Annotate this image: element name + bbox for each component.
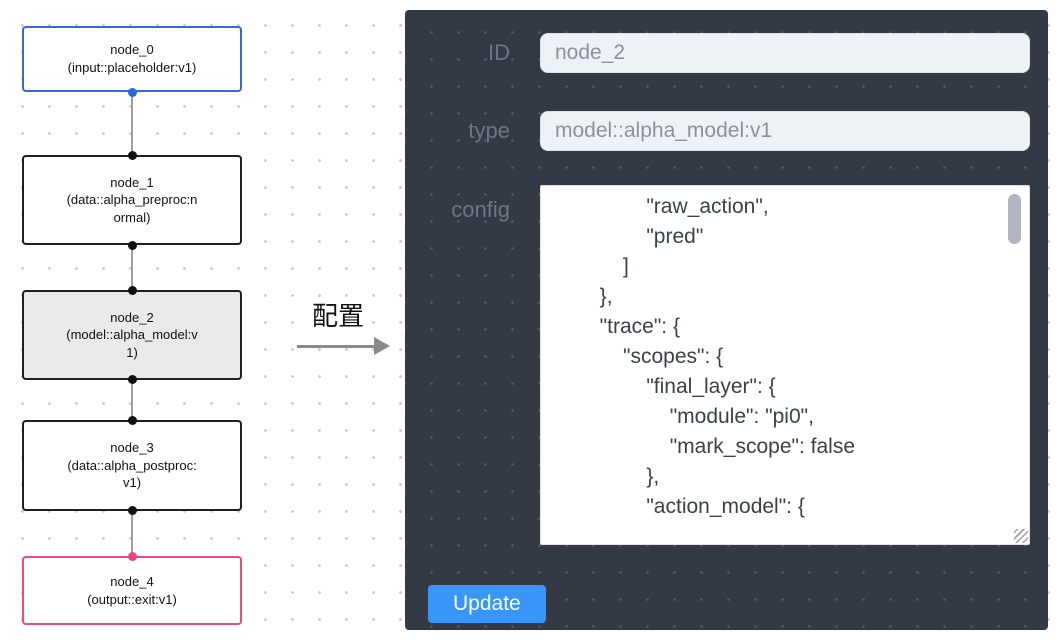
type-field-row: type: [427, 111, 1030, 151]
port-node3-output[interactable]: [128, 506, 137, 515]
configure-transition: 配置: [290, 296, 400, 355]
update-button[interactable]: Update: [428, 585, 546, 623]
config-field-row: config "raw_action", "pred" ] }, "trace"…: [427, 185, 1030, 545]
arrow-shaft: [297, 345, 375, 348]
arrow-right-icon: [374, 337, 390, 355]
node-3-type: (data::alpha_postproc:v1): [67, 457, 197, 491]
edge-node3-node4: [131, 510, 133, 557]
config-scrollbar-thumb[interactable]: [1008, 194, 1021, 244]
node-0-type: (input::placeholder:v1): [67, 60, 197, 75]
node-2-type: (model::alpha_model:v1): [66, 327, 198, 360]
node-config-panel: ID type config "raw_action", "pred" ] },…: [405, 10, 1048, 630]
node-2-selected[interactable]: node_2 (model::alpha_model:v1): [22, 290, 242, 380]
id-field-row: ID: [427, 33, 1030, 73]
node-3[interactable]: node_3 (data::alpha_postproc:v1): [22, 420, 242, 511]
flow-canvas: node_0 (input::placeholder:v1) node_1 (d…: [0, 0, 290, 643]
port-node0-output[interactable]: [128, 88, 137, 97]
node-0-name: node_0: [110, 42, 154, 58]
port-node2-input[interactable]: [128, 286, 137, 295]
edge-node0-node1: [131, 92, 133, 156]
port-node1-output[interactable]: [128, 241, 137, 250]
node-4[interactable]: node_4 (output::exit:v1): [22, 556, 242, 625]
node-4-name: node_4: [110, 573, 154, 589]
id-label: ID: [488, 40, 510, 65]
type-input[interactable]: [540, 111, 1030, 151]
node-1-name: node_1: [110, 174, 154, 190]
config-label: config: [451, 197, 510, 222]
node-3-name: node_3: [110, 440, 154, 456]
port-node3-input[interactable]: [128, 416, 137, 425]
edge-node2-node3: [131, 379, 133, 421]
port-node2-output[interactable]: [128, 375, 137, 384]
port-node1-input[interactable]: [128, 151, 137, 160]
config-editor-wrap: "raw_action", "pred" ] }, "trace": { "sc…: [540, 185, 1030, 545]
node-1[interactable]: node_1 (data::alpha_preproc:normal): [22, 155, 242, 245]
configure-label: 配置: [311, 301, 364, 331]
id-input[interactable]: [540, 33, 1030, 73]
node-0[interactable]: node_0 (input::placeholder:v1): [22, 26, 242, 92]
port-node4-input[interactable]: [128, 552, 137, 561]
node-1-type: (data::alpha_preproc:normal): [66, 192, 198, 225]
edge-node1-node2: [131, 245, 133, 291]
config-textarea[interactable]: "raw_action", "pred" ] }, "trace": { "sc…: [540, 185, 1030, 545]
type-label: type: [468, 118, 510, 143]
node-4-type: (output::exit:v1): [87, 591, 177, 607]
node-2-name: node_2: [110, 309, 154, 325]
